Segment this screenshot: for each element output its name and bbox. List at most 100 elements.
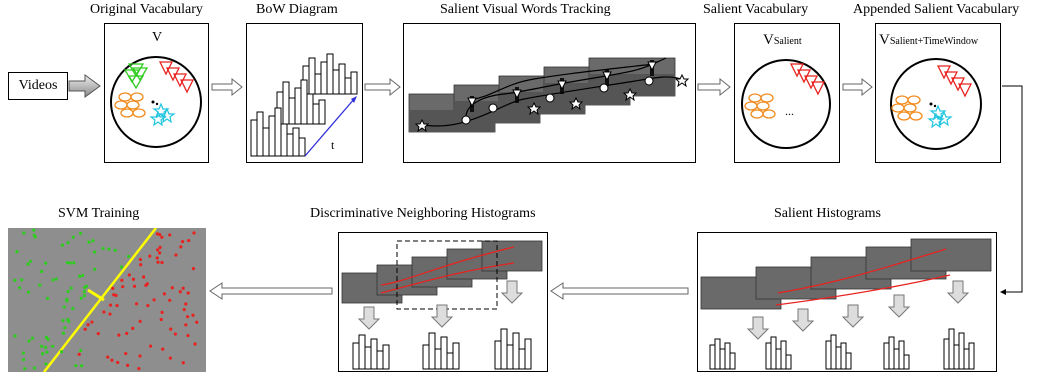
green-point <box>71 306 75 311</box>
red-point <box>138 354 142 358</box>
svm-hyperplane <box>43 228 157 372</box>
v-salient-subscript: Salient <box>773 36 802 47</box>
hollow-arrows-top <box>211 77 873 97</box>
green-point <box>65 260 70 265</box>
red-point <box>96 331 100 336</box>
t-label: t <box>331 138 335 152</box>
green-point <box>78 274 82 278</box>
red-point <box>102 310 106 314</box>
red-points <box>77 231 199 371</box>
green-point <box>91 239 95 243</box>
title-bow-diagram: BoW Diagram <box>256 2 338 17</box>
red-point <box>186 291 190 295</box>
green-point <box>66 241 70 245</box>
red-point <box>173 332 177 336</box>
red-point <box>160 260 164 265</box>
green-point <box>82 294 87 298</box>
red-point <box>137 366 141 371</box>
cyan-stars-icon <box>149 102 176 127</box>
green-triangles-icon <box>123 63 149 90</box>
green-point <box>27 339 31 343</box>
red-point <box>180 240 185 244</box>
green-point <box>32 228 36 232</box>
red-point <box>112 293 116 297</box>
cyan-stars-icon <box>927 104 953 129</box>
red-point <box>186 333 190 338</box>
red-point <box>181 361 185 365</box>
green-point <box>51 278 55 282</box>
orange-ellipses-icon <box>114 92 146 118</box>
panel-discriminative-histograms <box>338 232 548 372</box>
green-point <box>68 261 73 265</box>
green-point <box>81 273 85 278</box>
red-point <box>168 298 172 302</box>
red-point <box>155 256 159 260</box>
red-point <box>156 260 160 264</box>
videos-label: Videos <box>18 78 58 93</box>
svm-margin <box>87 288 105 302</box>
connector-line <box>1002 85 1023 293</box>
video-frames <box>408 57 676 133</box>
green-point <box>93 267 97 271</box>
green-point <box>39 344 44 348</box>
green-point <box>26 262 30 266</box>
red-point <box>108 303 113 307</box>
green-points <box>13 228 131 371</box>
videos-arrow <box>68 74 101 98</box>
panel-tracking <box>403 23 696 163</box>
green-point <box>61 331 65 335</box>
red-point <box>152 298 156 302</box>
red-point <box>168 356 172 360</box>
green-point <box>41 352 45 356</box>
red-point <box>195 320 199 324</box>
red-point <box>125 363 130 367</box>
red-point <box>187 238 191 243</box>
red-point <box>111 286 115 290</box>
red-point <box>161 347 165 351</box>
red-point <box>77 352 81 356</box>
green-point <box>26 290 31 294</box>
green-point <box>15 250 19 254</box>
red-point <box>142 275 146 279</box>
green-point <box>13 334 17 338</box>
title-svm-training: SVM Training <box>58 206 140 221</box>
red-point <box>159 317 163 322</box>
green-point <box>79 296 83 300</box>
red-point <box>148 254 152 258</box>
red-point <box>160 235 164 239</box>
orange-ellipses-icon <box>744 93 776 119</box>
green-point <box>28 259 32 263</box>
red-point <box>157 251 162 255</box>
green-point <box>119 265 124 269</box>
time-axis-arrow <box>304 97 356 157</box>
green-point <box>63 326 67 330</box>
red-point <box>120 278 124 282</box>
panel-salient-histograms <box>697 232 997 372</box>
green-point <box>66 289 70 294</box>
down-arrows <box>746 280 970 340</box>
red-point <box>139 263 143 267</box>
red-point <box>169 327 173 331</box>
red-point <box>115 303 119 308</box>
red-point <box>121 285 125 289</box>
red-point <box>138 319 142 323</box>
title-original-vocabulary: Original Vacabulary <box>90 2 203 17</box>
down-arrows <box>357 280 524 330</box>
green-point <box>79 348 83 353</box>
green-point <box>69 286 73 290</box>
red-point <box>138 257 142 262</box>
red-point <box>178 290 182 294</box>
panel-appended-vocabulary: VSalient+TimeWindow <box>875 23 1001 163</box>
vocab-circle <box>110 56 202 148</box>
green-point <box>64 297 69 302</box>
red-point <box>186 315 190 319</box>
ellipsis-label: ... <box>785 104 794 118</box>
track-markers <box>414 61 690 133</box>
red-point <box>134 302 139 306</box>
red-point <box>106 355 110 359</box>
red-point <box>83 327 87 331</box>
red-point <box>117 333 121 337</box>
red-point <box>170 286 174 290</box>
green-point <box>113 248 117 252</box>
